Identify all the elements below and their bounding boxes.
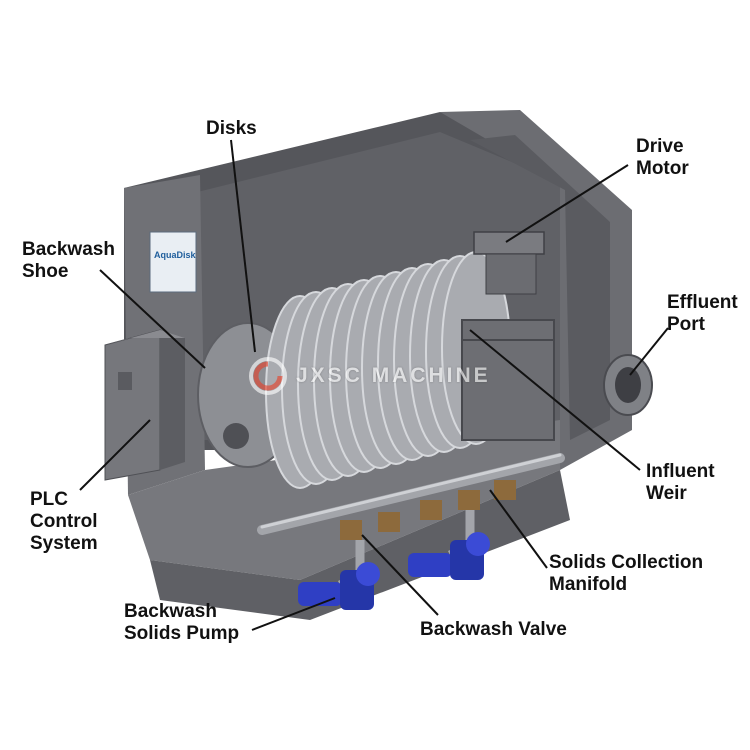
solids-collection-manifold xyxy=(257,453,565,535)
label-backwash-shoe-line-2: Shoe xyxy=(22,261,69,282)
label-drive-motor-line-1: Drive xyxy=(636,136,684,157)
plc-cabinet-handle xyxy=(118,372,132,390)
drum-hub xyxy=(223,423,249,449)
label-plc-control-system: PLC Control System xyxy=(30,489,98,555)
tank-end-inner xyxy=(470,135,610,440)
label-plc-line-3: System xyxy=(30,533,98,554)
effluent-port-opening xyxy=(615,367,641,403)
leader-influent-weir xyxy=(469,329,641,471)
leader-disks xyxy=(230,139,256,353)
drive-motor xyxy=(473,231,545,255)
label-drive-motor-line-2: Motor xyxy=(636,158,689,179)
label-pump-line-2: Solids Pump xyxy=(124,623,240,644)
backwash-solids-pump-right xyxy=(408,532,490,580)
label-backwash-shoe-line-1: Backwash xyxy=(22,239,115,260)
disk-stack xyxy=(265,251,511,489)
label-pump-line-1: Backwash xyxy=(124,601,217,622)
aquadisk-logo-text: AquaDisk xyxy=(154,250,197,260)
label-plc-line-1: PLC xyxy=(30,489,68,510)
leader-pump xyxy=(251,597,336,631)
label-backwash-solids-pump: Backwash Solids Pump xyxy=(124,601,239,645)
label-plc-line-2: Control xyxy=(30,511,98,532)
tank-floor xyxy=(150,470,570,620)
plc-cabinet-top xyxy=(105,330,185,345)
label-drive-motor: Drive Motor xyxy=(636,136,689,180)
label-influent-weir-line-2: Weir xyxy=(646,483,687,504)
leader-valve xyxy=(361,534,439,616)
label-manifold-line-2: Manifold xyxy=(549,574,628,595)
leader-plc xyxy=(79,419,151,491)
label-effluent-port: Effluent Port xyxy=(667,292,738,336)
leader-backwash-shoe xyxy=(99,269,206,369)
watermark-text: JXSC MACHINE xyxy=(296,364,491,387)
label-manifold-line-1: Solids Collection xyxy=(549,552,704,573)
leader-manifold xyxy=(489,489,548,569)
label-disks-line-1: Disks xyxy=(206,118,257,139)
aquadisk-logo-icon xyxy=(149,231,197,293)
label-backwash-shoe: Backwash Shoe xyxy=(22,239,115,283)
leader-drive-motor xyxy=(505,164,629,243)
leader-lines xyxy=(79,139,669,631)
backwash-valves xyxy=(340,480,516,540)
label-disks: Disks xyxy=(206,118,257,140)
label-influent-weir: Influent Weir xyxy=(646,461,715,505)
drive-motor-bracket xyxy=(485,253,537,295)
manifold-highlight xyxy=(260,453,562,529)
label-solids-collection-manifold: Solids Collection Manifold xyxy=(549,552,703,596)
label-influent-weir-line-1: Influent xyxy=(646,461,715,482)
label-effluent-port-line-2: Port xyxy=(667,314,705,335)
watermark: JXSC MACHINE xyxy=(248,356,491,396)
jxsc-logo-icon xyxy=(249,357,287,395)
plc-cabinet-side xyxy=(160,330,185,470)
tank-front-trough xyxy=(128,420,560,580)
leader-effluent-port xyxy=(629,327,669,376)
label-backwash-valve: Backwash Valve xyxy=(420,619,567,641)
label-backwash-valve-line-1: Backwash Valve xyxy=(420,619,567,640)
label-effluent-port-line-1: Effluent xyxy=(667,292,738,313)
